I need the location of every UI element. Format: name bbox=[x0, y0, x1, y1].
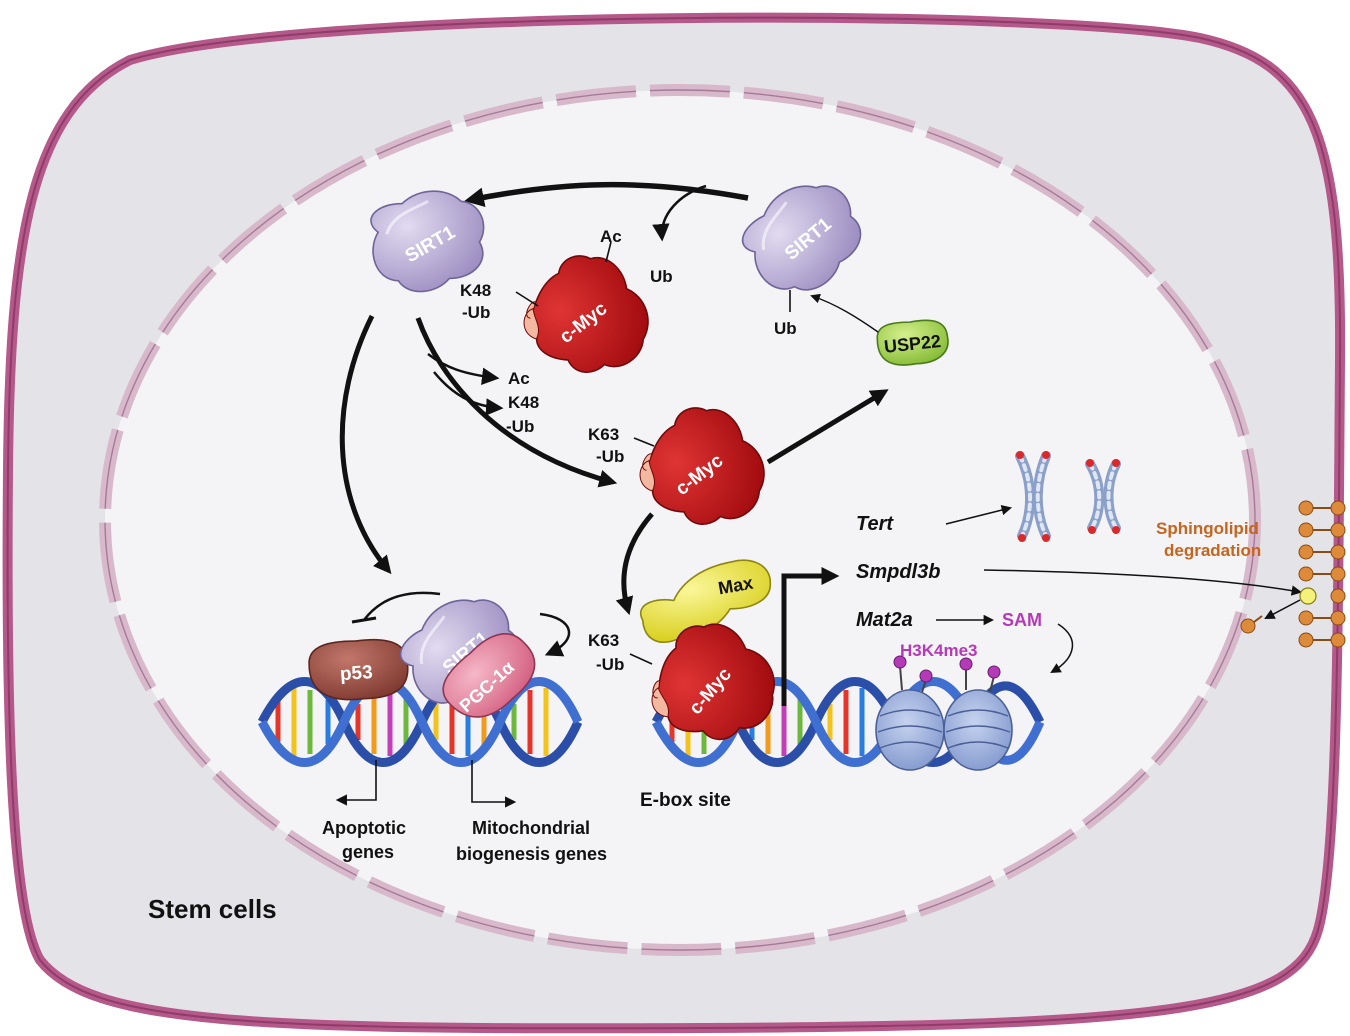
ac-removed-label: Ac bbox=[508, 369, 530, 388]
apoptotic-label-line2: genes bbox=[342, 842, 394, 862]
ub-suffix-label-top: -Ub bbox=[462, 303, 490, 322]
ub-released-label: Ub bbox=[650, 267, 673, 286]
sam-to-h3k4me3-arrow bbox=[1050, 623, 1074, 674]
gene-tert: Tert bbox=[856, 513, 894, 535]
cmyc-protein-top: c-Myc bbox=[506, 237, 669, 402]
mito-label-line2: biogenesis genes bbox=[456, 844, 607, 864]
transcription-arrow bbox=[781, 567, 840, 706]
sirt1-protein-left: SIRT1 bbox=[359, 178, 498, 304]
sirt1-transfer-arrow bbox=[464, 181, 749, 207]
lipid-bilayer-icon bbox=[1240, 500, 1346, 648]
pgc1a-activation-arrow bbox=[539, 612, 571, 657]
ac-removal-arrow bbox=[427, 353, 500, 385]
usp22-deub-arrow bbox=[810, 293, 879, 333]
cell-type-label: Stem cells bbox=[148, 894, 277, 924]
k63-tether-ebox bbox=[629, 653, 653, 665]
k48-tether-top bbox=[515, 291, 539, 307]
h3k4me3-label: H3K4me3 bbox=[900, 641, 978, 660]
cmyc-to-dna-arrow bbox=[615, 512, 654, 616]
sirt1-to-complex-arrow bbox=[339, 314, 392, 575]
k63-label-middle: K63 bbox=[588, 425, 619, 444]
ub-release-arrow bbox=[652, 184, 707, 242]
sphingolipid-label-line1: Sphingolipid bbox=[1156, 519, 1259, 538]
p53-inhibition-line bbox=[363, 591, 441, 621]
sirt1-to-k63-cmyc-arrow bbox=[415, 317, 618, 488]
sphingolipid-label-line2: degradation bbox=[1164, 541, 1261, 560]
nuclear-envelope-edge bbox=[104, 89, 1256, 951]
apoptotic-output-arrow bbox=[335, 760, 377, 806]
mito-label-line1: Mitochondrial bbox=[472, 818, 590, 838]
sam-label: SAM bbox=[1002, 610, 1042, 630]
apoptotic-label-line1: Apoptotic bbox=[322, 818, 406, 838]
sirt1-protein-right: SIRT1 bbox=[727, 162, 881, 313]
mito-output-arrow bbox=[471, 760, 517, 808]
nucleosome-1 bbox=[875, 655, 945, 771]
ub-removed-suffix-label: -Ub bbox=[506, 417, 534, 436]
usp22-protein: USP22 bbox=[874, 316, 951, 369]
gene-mat2a: Mat2a bbox=[856, 609, 913, 631]
p53-label: p53 bbox=[339, 662, 373, 685]
cmyc-protein-ebox: c-Myc bbox=[631, 605, 796, 769]
tert-to-telomere-arrow bbox=[945, 504, 1013, 525]
k48-label-top: K48 bbox=[460, 281, 491, 300]
ub-label-sirt1: Ub bbox=[774, 319, 797, 338]
gene-smpdl3b: Smpdl3b bbox=[856, 561, 940, 583]
cmyc-to-usp22-arrow bbox=[766, 389, 889, 465]
k48-removal-arrow bbox=[433, 371, 504, 416]
p53-inhibition-bar bbox=[351, 616, 377, 624]
ac-label-top: Ac bbox=[600, 227, 622, 246]
k63-label-ebox: K63 bbox=[588, 631, 619, 650]
k48-removed-label: K48 bbox=[508, 393, 539, 412]
p53-protein: p53 bbox=[308, 638, 409, 701]
ebox-site-label: E-box site bbox=[640, 790, 731, 811]
cell-membrane-inner-edge bbox=[6, 16, 1342, 1030]
ac-tether-top bbox=[605, 241, 612, 263]
cmyc-protein-middle: c-Myc bbox=[622, 389, 785, 554]
ub-suffix-label-middle: -Ub bbox=[596, 447, 624, 466]
nucleosome-2 bbox=[943, 657, 1013, 771]
k63-tether-middle bbox=[633, 437, 655, 447]
smpdl3b-to-membrane-arrow bbox=[983, 569, 1303, 596]
ub-suffix-label-ebox: -Ub bbox=[596, 655, 624, 674]
chromosomes-icon bbox=[1015, 451, 1121, 542]
